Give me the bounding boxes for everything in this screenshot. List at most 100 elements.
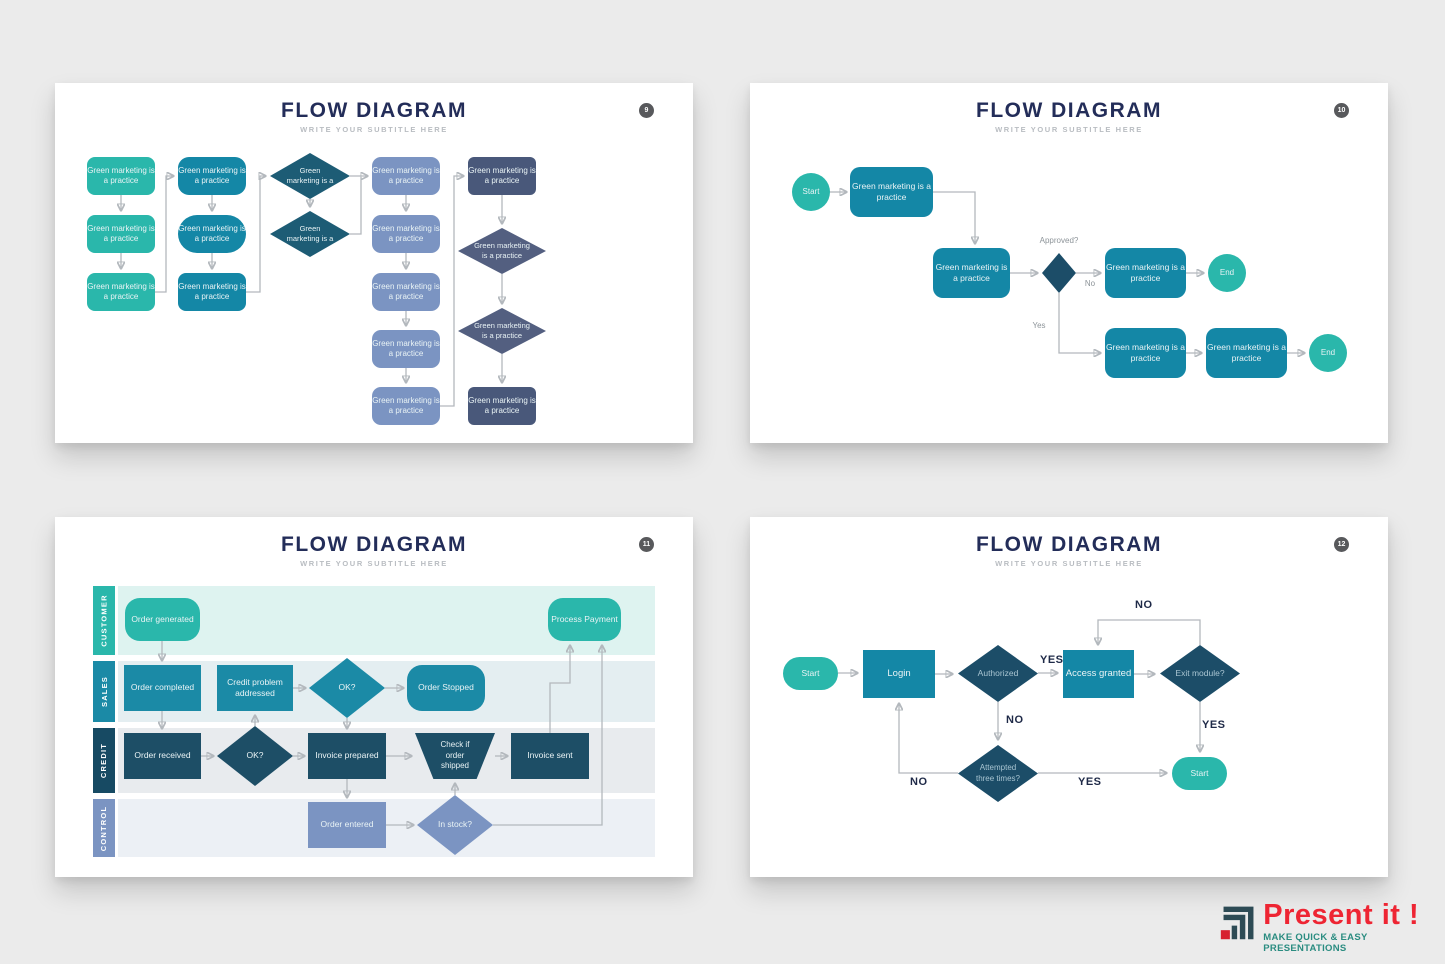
start-terminator: Start: [783, 657, 838, 690]
node-label: Process Payment: [551, 613, 618, 624]
node-order-received: Order received: [124, 733, 201, 779]
no-branch-label: NO: [1135, 599, 1153, 611]
node-label: Green marketing is a practice: [87, 281, 155, 301]
slide-title: FLOW DIAGRAM: [976, 533, 1162, 556]
node-label: Green marketing is a practice: [178, 281, 246, 301]
connector-lines: [830, 83, 1388, 443]
yes-branch-label: Yes: [1032, 321, 1046, 330]
slide-number-badge: 9: [639, 103, 654, 118]
node-credit-problem-addressed: Credit problem addressed: [217, 665, 293, 711]
node-label: Check if order shipped: [440, 740, 470, 771]
slide-card-10: FLOW DIAGRAM WRITE YOUR SUBTITLE HERE 10…: [750, 83, 1388, 443]
node-order-generated: Order generated: [125, 598, 200, 641]
decision-label: Approved?: [1039, 236, 1079, 245]
node-label: OK?: [246, 750, 264, 761]
start-terminator: Start: [792, 173, 830, 211]
node-label: Start: [802, 186, 820, 196]
node-label: Order Stopped: [418, 682, 474, 693]
no-branch-label: NO: [910, 776, 928, 788]
node-label: Green marketing is a practice: [852, 180, 931, 202]
node-order-entered: Order entered: [308, 802, 386, 848]
node-label: Green marketing is a: [286, 224, 334, 243]
presentit-logo-text: Present it ! MAKE QUICK & EASY PRESENTAT…: [1263, 899, 1445, 955]
flow-box: Green marketing is a practice: [468, 157, 536, 195]
node-label: Green marketing is a practice: [372, 281, 440, 301]
flow-box: Green marketing is a practice: [372, 215, 440, 253]
node-label: Order received: [134, 750, 191, 761]
flow-box: Green marketing is a practice: [850, 167, 933, 217]
node-invoice-sent: Invoice sent: [511, 733, 589, 779]
node-label: Green marketing is a practice: [372, 223, 440, 243]
node-label: End: [1320, 347, 1336, 357]
node-label: Green marketing is a practice: [178, 165, 246, 185]
node-label: Attempted three times?: [975, 763, 1020, 783]
slide-card-11: FLOW DIAGRAM WRITE YOUR SUBTITLE HERE 11…: [55, 517, 693, 877]
node-label: Green marketing is a practice: [468, 165, 536, 185]
node-label: Green marketing is a practice: [372, 395, 440, 415]
slide-title: FLOW DIAGRAM: [281, 533, 467, 556]
flow-box: Green marketing is a practice: [372, 330, 440, 368]
flow-box: Green marketing is a practice: [87, 215, 155, 253]
flow-box: Green marketing is a practice: [1206, 328, 1287, 378]
node-label: Green marketing is a practice: [372, 165, 440, 185]
node-label: Green marketing is a practice: [1106, 261, 1185, 283]
flow-box: Green marketing is a practice: [178, 273, 246, 311]
node-label: Green marketing is a practice: [935, 261, 1008, 283]
node-login: Login: [863, 650, 935, 698]
node-label: Green marketing is a practice: [1207, 341, 1286, 363]
yes-branch-label: YES: [1040, 654, 1064, 666]
node-label: OK?: [338, 682, 356, 693]
node-access-granted: Access granted: [1063, 650, 1134, 698]
node-label: Order completed: [130, 682, 195, 693]
yes-branch-label: YES: [1078, 776, 1102, 788]
no-branch-label: No: [1084, 279, 1096, 288]
slide-title: FLOW DIAGRAM: [976, 99, 1162, 122]
slide-subtitle: WRITE YOUR SUBTITLE HERE: [300, 125, 448, 134]
end-terminator: End: [1309, 334, 1347, 372]
node-label: Invoice prepared: [315, 750, 379, 761]
start-terminator-end: Start: [1172, 757, 1227, 790]
connector-lines: [55, 83, 693, 407]
node-label: Order generated: [131, 613, 194, 624]
presentit-logo: Present it ! MAKE QUICK & EASY PRESENTAT…: [1219, 901, 1445, 954]
flow-box: Green marketing is a practice: [468, 387, 536, 425]
flow-box: Green marketing is a practice: [178, 215, 246, 253]
lane-band-sales: [118, 661, 655, 722]
connector-lines: [838, 619, 1388, 877]
lane-tab-control: CONTROL: [93, 799, 115, 857]
flow-box: Green marketing is a practice: [87, 273, 155, 311]
yes-branch-label: YES: [1202, 719, 1226, 731]
flow-box: Green marketing is a practice: [87, 157, 155, 195]
slide-subtitle: WRITE YOUR SUBTITLE HERE: [995, 559, 1143, 568]
brand-name: Present it !: [1263, 899, 1420, 931]
lane-tab-sales: SALES: [93, 661, 115, 722]
node-label: End: [1219, 267, 1235, 277]
node-label: Exit module?: [1175, 667, 1225, 678]
node-label: Login: [887, 667, 911, 679]
node-label: Green marketing is a practice: [178, 223, 246, 243]
lane-tab-credit: CREDIT: [93, 728, 115, 793]
connector-lines: [55, 641, 693, 877]
node-label: Green marketing is a: [286, 166, 334, 185]
node-label: Green marketing is a practice: [87, 223, 155, 243]
node-invoice-prepared: Invoice prepared: [308, 733, 386, 779]
presentit-logo-mark-icon: [1220, 906, 1254, 940]
lane-band-control: [118, 799, 655, 857]
node-label: Green marketing is a practice: [87, 165, 155, 185]
end-terminator: End: [1208, 254, 1246, 292]
node-label: Access granted: [1065, 667, 1132, 679]
node-label: Order entered: [320, 819, 374, 830]
brand-tagline: MAKE QUICK & EASY PRESENTATIONS: [1263, 932, 1368, 954]
node-order-completed: Order completed: [124, 665, 201, 711]
flow-box: Green marketing is a practice: [372, 273, 440, 311]
slide-card-12: FLOW DIAGRAM WRITE YOUR SUBTITLE HERE 12…: [750, 517, 1388, 877]
slide-subtitle: WRITE YOUR SUBTITLE HERE: [300, 559, 448, 568]
node-label: Start: [1190, 767, 1209, 778]
node-order-stopped: Order Stopped: [407, 665, 485, 711]
node-label: Green marketing is a practice: [1106, 341, 1185, 363]
node-label: Green marketing is a practice: [474, 241, 530, 260]
slide-number-badge: 10: [1334, 103, 1349, 118]
slide-subtitle: WRITE YOUR SUBTITLE HERE: [995, 125, 1143, 134]
lane-tab-customer: CUSTOMER: [93, 586, 115, 655]
node-label: Green marketing is a practice: [372, 338, 440, 358]
